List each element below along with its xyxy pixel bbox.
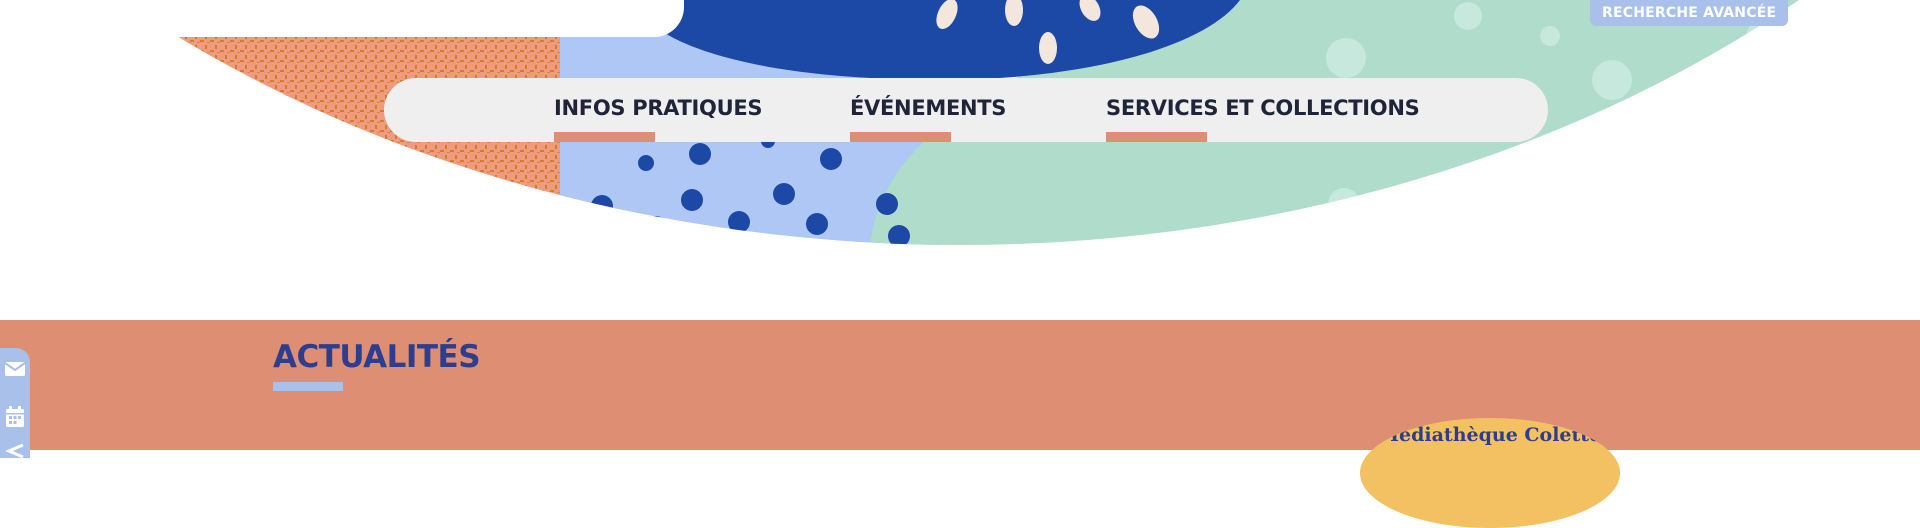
nav-item-label: INFOS PRATIQUES [554, 96, 763, 120]
nav-item-label: SERVICES ET COLLECTIONS [1106, 96, 1420, 120]
share-button[interactable] [0, 434, 30, 468]
promo-badge[interactable]: Médiathèque Colette [1360, 418, 1620, 528]
news-section: ACTUALITÉS [0, 320, 1920, 450]
nav-item-label: ÉVÉNEMENTS [850, 96, 1007, 120]
news-title: ACTUALITÉS [273, 339, 481, 375]
nav-underline [554, 132, 655, 142]
calendar-icon [6, 406, 24, 427]
chevron-icon [5, 443, 24, 459]
advanced-search-button[interactable]: RECHERCHE AVANCÉE [1590, 0, 1789, 26]
main-nav: INFOS PRATIQUES ÉVÉNEMENTS SERVICES ET C… [384, 78, 1548, 142]
nav-underline [1106, 132, 1207, 142]
side-toolbar [0, 348, 30, 459]
search-bar-area [0, 0, 684, 37]
promo-label: Médiathèque Colette [1378, 424, 1602, 446]
agenda-button[interactable] [0, 400, 30, 434]
contact-button[interactable] [0, 352, 30, 386]
envelope-icon [4, 362, 26, 376]
news-title-underline [273, 382, 343, 391]
nav-underline [850, 132, 951, 142]
